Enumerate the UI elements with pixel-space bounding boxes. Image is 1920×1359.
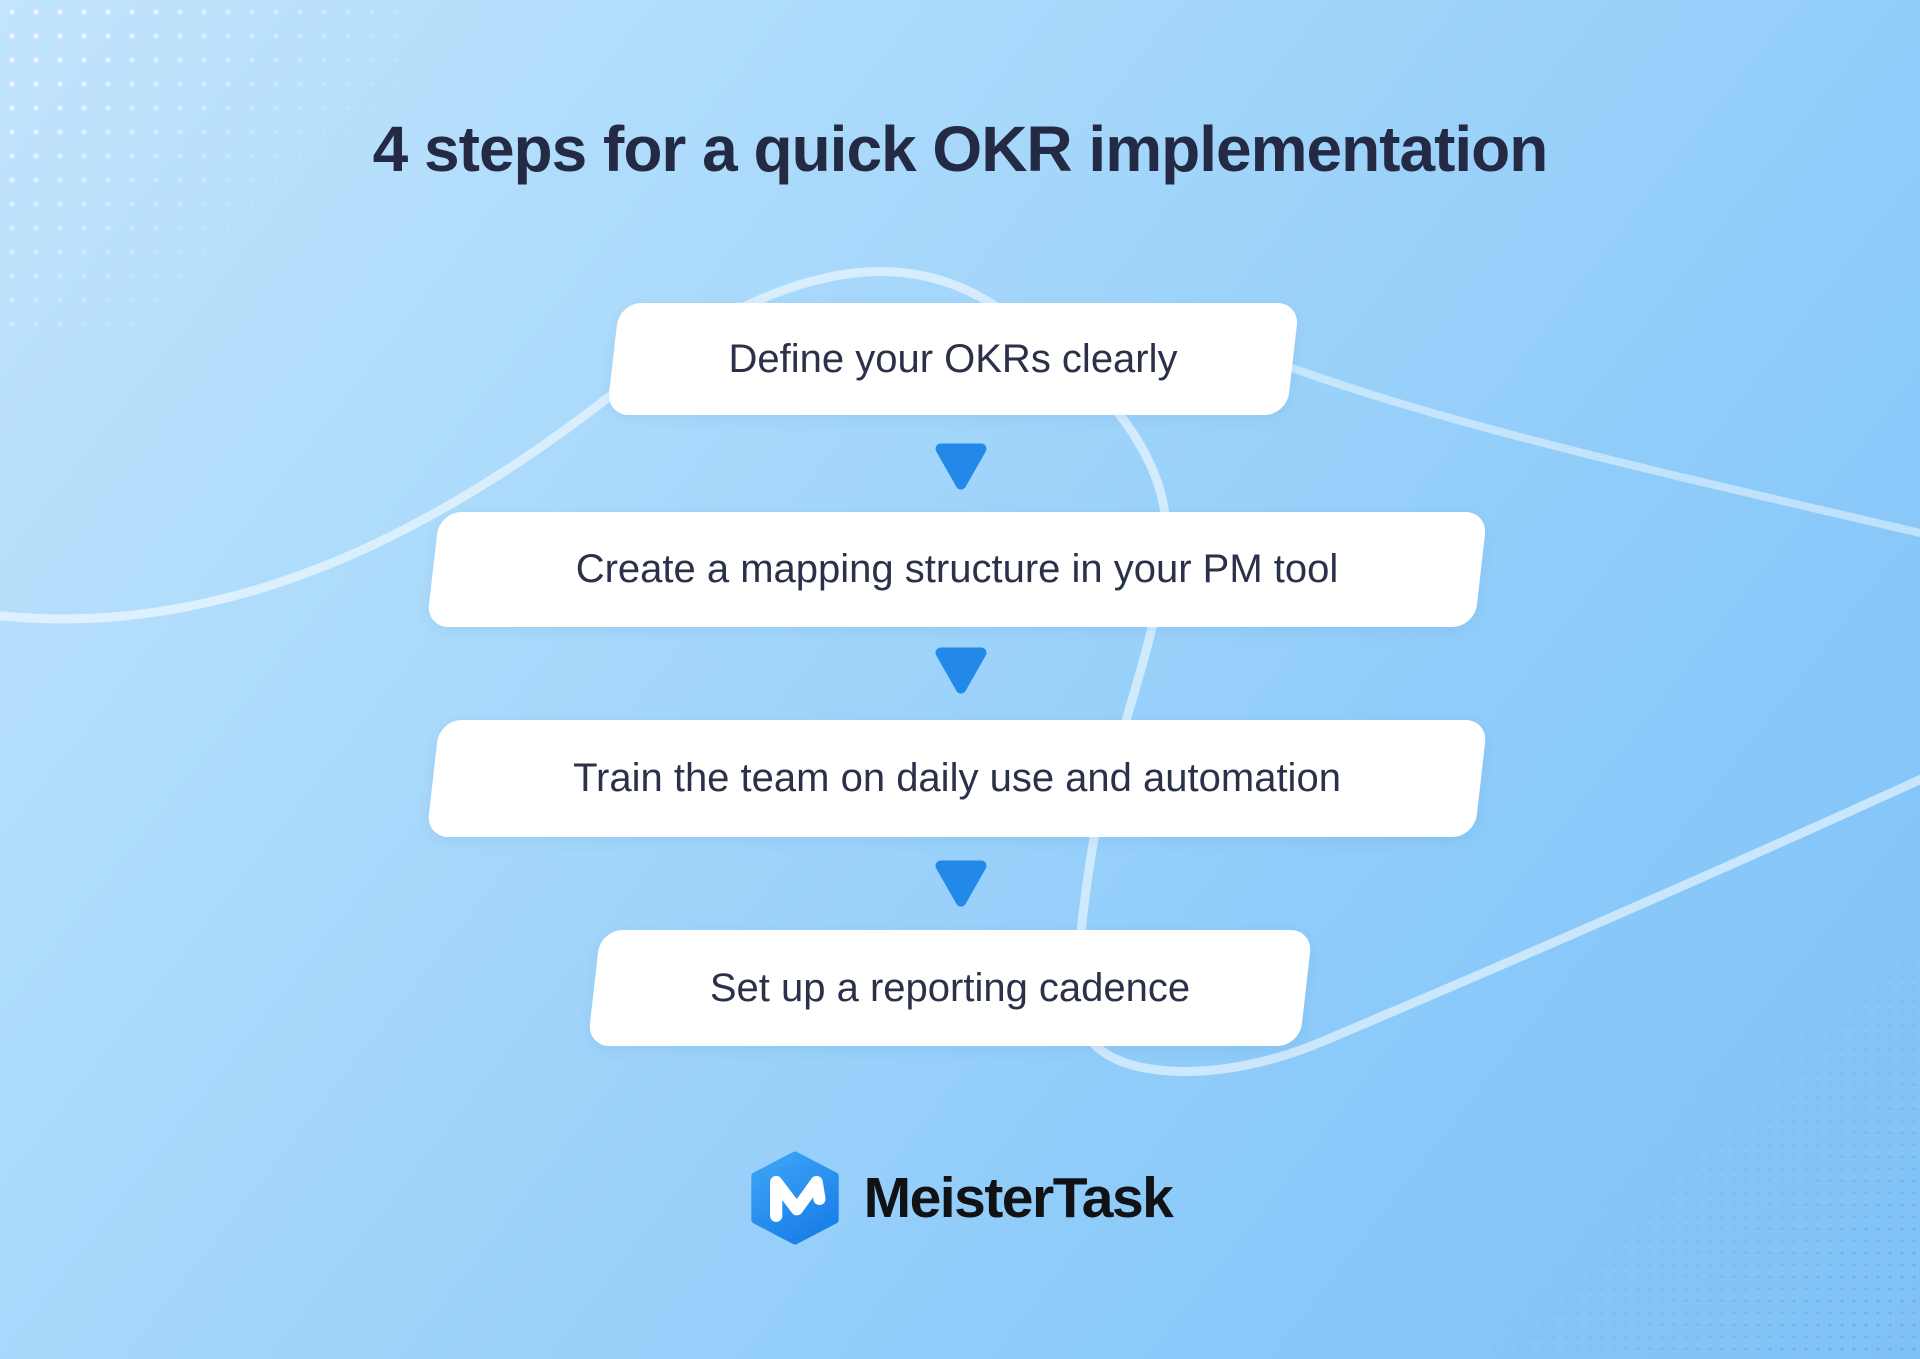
down-arrow-icon	[935, 647, 987, 694]
step-box-4: Set up a reporting cadence	[587, 930, 1313, 1046]
step-2-label: Create a mapping structure in your PM to…	[575, 547, 1339, 591]
step-4-label: Set up a reporting cadence	[709, 965, 1191, 1010]
step-box-3: Train the team on daily use and automati…	[426, 720, 1488, 837]
step-box-2: Create a mapping structure in your PM to…	[426, 512, 1488, 627]
brand-logo: MeisterTask	[0, 1148, 1920, 1248]
down-arrow-icon	[935, 443, 987, 490]
brand-name: MeisterTask	[863, 1166, 1174, 1230]
swirl-curve-secondary	[1246, 348, 1920, 538]
page-title: 4 steps for a quick OKR implementation	[372, 113, 1549, 185]
meistertask-hexagon-check-icon	[750, 1151, 839, 1245]
step-3-label: Train the team on daily use and automati…	[573, 756, 1341, 800]
step-1-label: Define your OKRs clearly	[728, 336, 1178, 381]
step-box-1: Define your OKRs clearly	[606, 303, 1300, 415]
down-arrow-icon	[935, 860, 987, 907]
